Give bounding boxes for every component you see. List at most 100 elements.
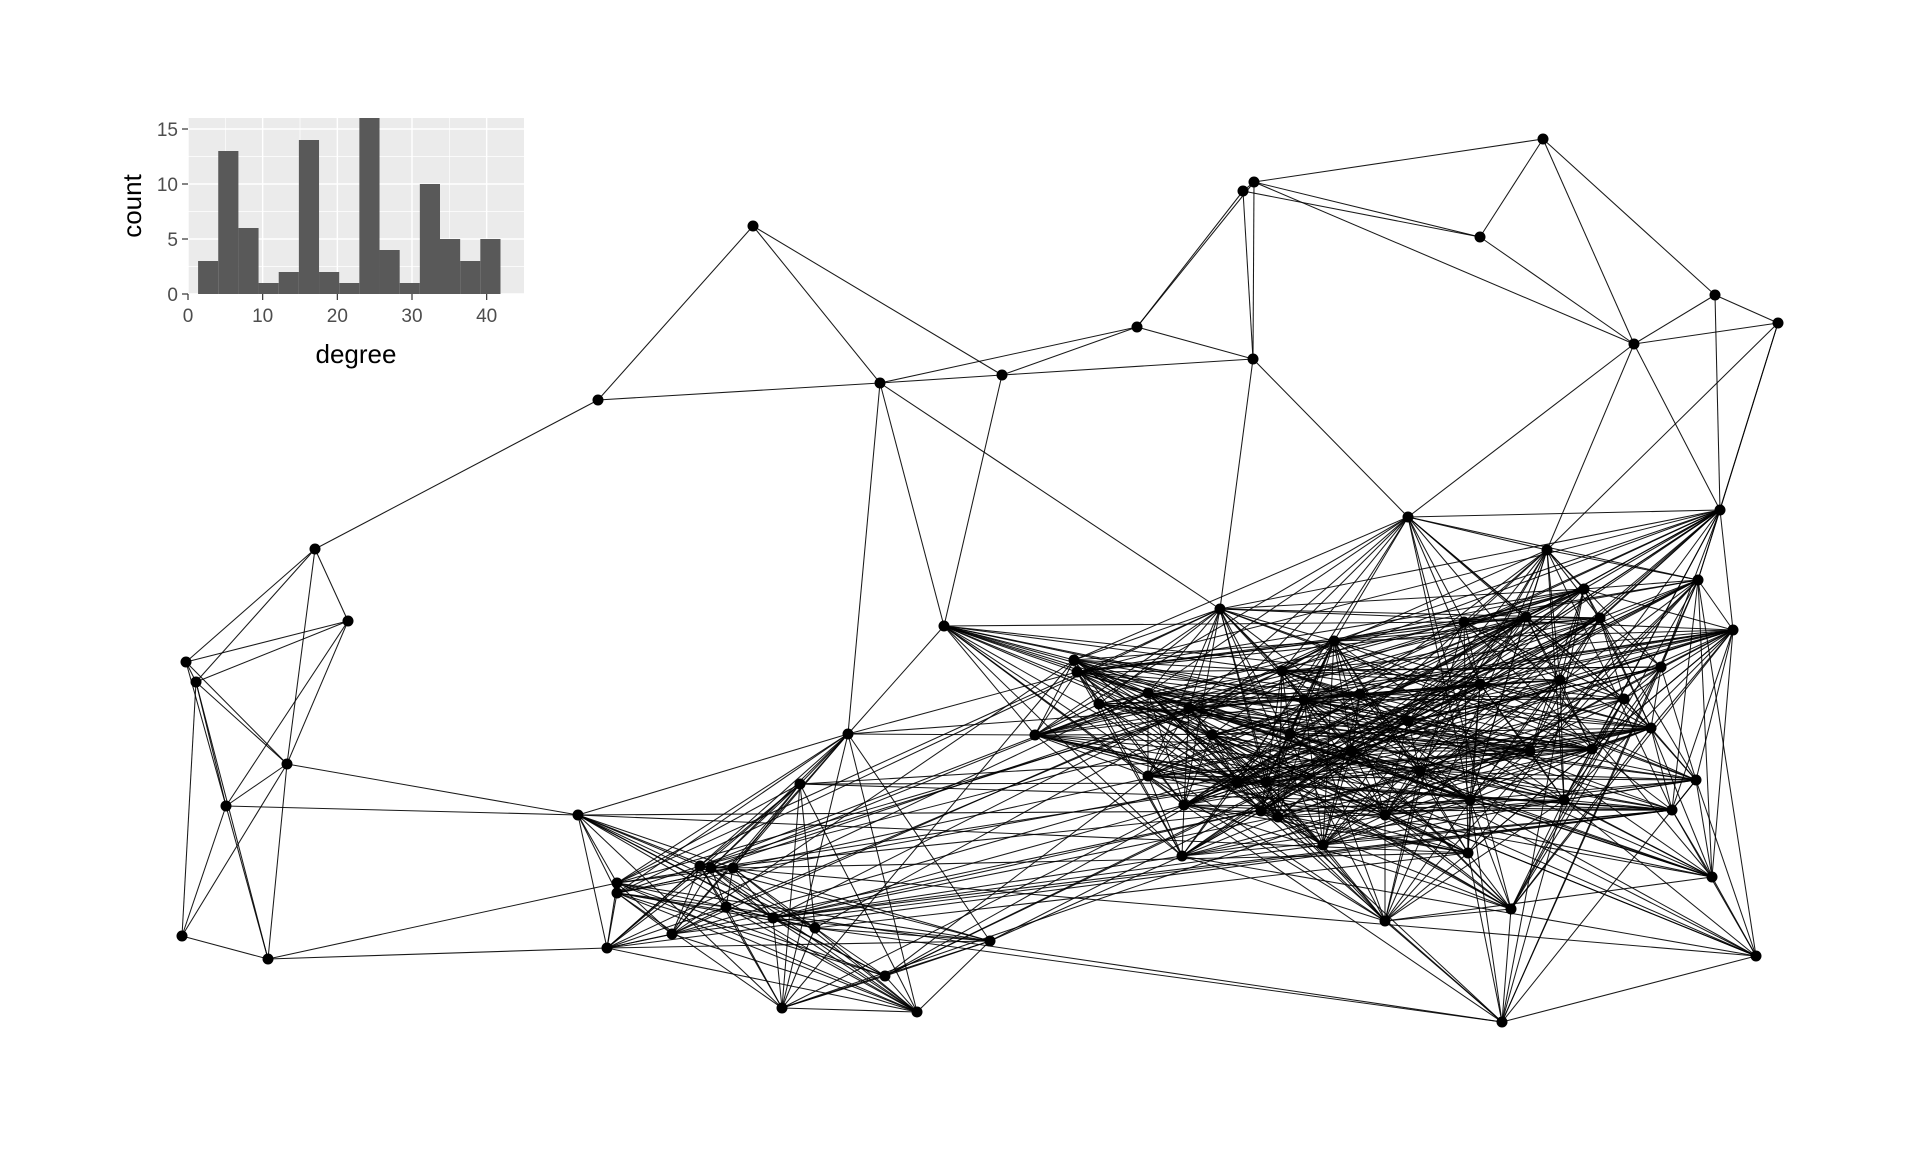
network-edge: [1671, 809, 1757, 957]
network-edge: [616, 865, 701, 894]
histogram-x-axis-title: degree: [316, 339, 397, 369]
network-edge: [1322, 616, 1527, 846]
network-edge: [1181, 816, 1279, 857]
network-edge: [725, 906, 774, 919]
network-edge: [884, 975, 918, 1013]
network-node: [1496, 1016, 1508, 1028]
network-edge: [1697, 579, 1713, 878]
network-edge: [1034, 734, 1353, 752]
network-edge: [1147, 692, 1409, 722]
network-edge: [1479, 683, 1697, 781]
network-edge: [1076, 588, 1585, 673]
network-edge: [781, 804, 1185, 1009]
network-edge: [847, 733, 918, 1013]
network-node: [1346, 745, 1358, 757]
network-edge: [1510, 799, 1565, 910]
network-edge: [699, 865, 1757, 957]
network-edge: [1697, 509, 1721, 581]
network-edge: [1034, 703, 1100, 736]
network-edge: [1211, 734, 1512, 910]
network-edge: [1384, 799, 1565, 922]
network-edge: [577, 814, 618, 884]
network-edge: [725, 906, 1503, 1023]
network-edge: [699, 865, 774, 919]
network-node: [1727, 624, 1739, 636]
network-edge: [606, 906, 727, 949]
network-edge: [1034, 734, 1469, 854]
network-node: [1666, 804, 1678, 816]
network-edge: [1073, 608, 1221, 661]
network-edge: [1719, 509, 1734, 631]
histogram-bar: [399, 283, 420, 294]
network-edge: [1351, 629, 1734, 752]
network-edge: [1281, 670, 1291, 735]
network-node: [1578, 583, 1590, 595]
network-edge: [577, 733, 849, 816]
network-edge: [1147, 692, 1361, 695]
network-edge: [314, 548, 349, 622]
network-edge: [286, 620, 349, 765]
network-edge: [1351, 727, 1652, 752]
network-edge: [1599, 617, 1652, 729]
network-edge: [1260, 799, 1471, 812]
network-edge: [1219, 608, 1386, 922]
network-edge: [1501, 588, 1585, 1023]
network-edge: [616, 608, 1221, 884]
network-edge: [1384, 814, 1512, 910]
network-edge: [847, 671, 1078, 735]
network-node: [1628, 338, 1640, 350]
network-edge: [1407, 617, 1601, 722]
x-tick-label: 20: [327, 306, 348, 327]
network-edge: [814, 852, 1469, 929]
network-edge: [1252, 358, 1409, 518]
network-edge: [1563, 779, 1697, 801]
network-edge: [577, 814, 618, 894]
network-node: [1458, 616, 1470, 628]
network-edge: [1501, 955, 1757, 1023]
network-edge: [1073, 659, 1185, 806]
network-edge: [1219, 509, 1721, 610]
network-edge: [616, 781, 1267, 884]
network-edge: [814, 927, 1503, 1023]
network-edge: [772, 816, 1279, 919]
network-edge: [1351, 750, 1673, 811]
network-edge: [879, 382, 1221, 610]
network-edge: [1501, 779, 1697, 1023]
histogram-bar: [339, 283, 360, 294]
network-edge: [884, 775, 1149, 977]
network-edge: [1525, 509, 1721, 618]
network-node: [1618, 693, 1630, 705]
network-node: [794, 778, 806, 790]
network-edge: [1034, 733, 1291, 736]
network-edge: [1181, 855, 1757, 957]
network-node: [1142, 687, 1154, 699]
network-edge: [1563, 799, 1757, 957]
network-edge: [1510, 666, 1662, 910]
network-node: [1247, 353, 1259, 365]
network-nodes: [176, 133, 1784, 1028]
network-edge: [1583, 579, 1699, 590]
histogram-bar: [258, 283, 279, 294]
network-edge: [772, 804, 1185, 919]
network-edge: [772, 844, 1324, 919]
network-edge: [1076, 640, 1335, 673]
network-edge: [1253, 181, 1635, 345]
network-node: [776, 1002, 788, 1014]
network-node: [1206, 729, 1218, 741]
network-edge: [1181, 748, 1593, 857]
network-edge: [884, 616, 1527, 977]
network-node: [1462, 847, 1474, 859]
network-edge: [1281, 516, 1409, 672]
network-edge: [847, 699, 1305, 735]
network-edge: [1479, 236, 1635, 345]
network-edge: [225, 620, 349, 807]
network-edge: [772, 707, 1190, 919]
network-node: [611, 877, 623, 889]
network-edge: [847, 733, 1036, 736]
histogram-y-axis-title: count: [117, 173, 147, 237]
network-edge: [1546, 549, 1601, 619]
network-edge: [267, 947, 608, 960]
network-edge: [1529, 617, 1601, 752]
histogram-bar: [379, 250, 400, 294]
